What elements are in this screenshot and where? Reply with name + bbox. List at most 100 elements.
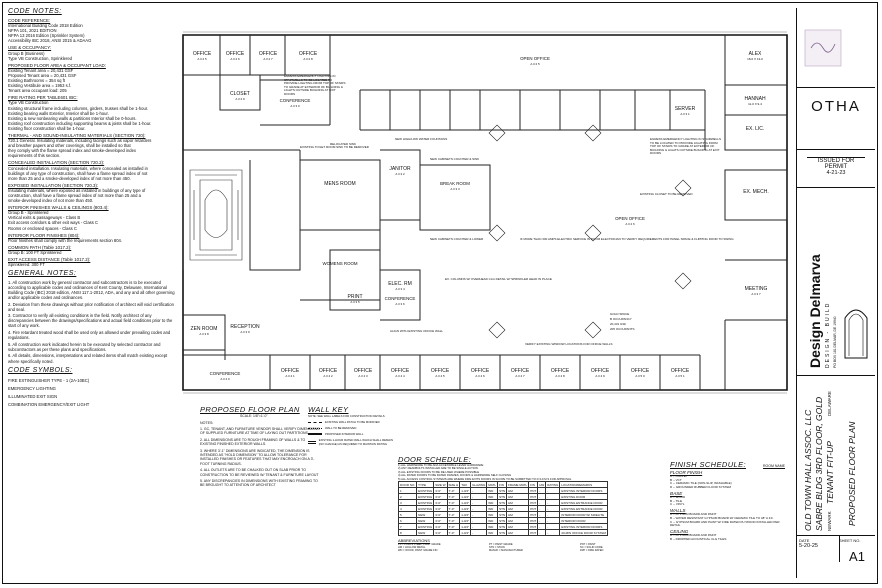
egress-note-left: EGRESS EMERGENCY LIGHTING IN STAIRWELLS … bbox=[284, 75, 345, 96]
room-name: BREAK ROOM bbox=[440, 181, 470, 186]
door-cell: 8 bbox=[397, 529, 418, 537]
room-number: A 3 2 6 bbox=[625, 222, 635, 226]
room-name: OPEN OFFICE bbox=[615, 216, 645, 221]
abbrev-title: ABBREVIATIONS bbox=[398, 538, 430, 544]
code-notes-title: CODE NOTES: bbox=[8, 8, 62, 15]
lower-schedules: PROPOSED FLOOR PLAN SCALE: 1/8"=1'-0" NO… bbox=[180, 400, 790, 578]
floor-plan: OFFICE A 3 2 5 OFFICE A 3 2 6 OFFICE A 3 2 7 O… bbox=[182, 31, 788, 394]
floor-plan-notes-heading: NOTES: bbox=[200, 421, 214, 425]
finish-heading: WALLS bbox=[670, 508, 686, 514]
room-name: OFFICE bbox=[631, 368, 650, 374]
note-lower-cabinets: NEW CABINETS COUNTER & LOWER bbox=[430, 237, 484, 241]
finish-item: A -- GYPSUM BOARD AND PAINT bbox=[670, 511, 717, 516]
abbreviation-item: PNT = PAINT bbox=[580, 543, 596, 547]
abbreviation-item: PT = PAINT GRADE bbox=[489, 543, 513, 547]
gold-space-line2: B OCCUPANCY bbox=[610, 317, 632, 321]
note-window: VERIFY EXISTING WINDOW LOCATIONS FOR OFF… bbox=[525, 342, 612, 346]
finish-schedule-title: FINISH SCHEDULE: bbox=[670, 460, 746, 469]
project-line2: SABRE BLDG 3RD FLOOR, GOLD bbox=[814, 396, 824, 531]
door-cell: 1-3/4" bbox=[459, 529, 472, 537]
sheet-no-box: SHEET NO. A1 bbox=[837, 536, 877, 580]
room-name: OFFICE bbox=[671, 368, 690, 374]
room-name: EX. LIC. bbox=[746, 126, 765, 132]
wall-key-swatch bbox=[308, 433, 322, 435]
general-note-item: 6. All details, dimensions, interpretati… bbox=[8, 353, 168, 364]
floor-plan-note-item: 1. GC, TENANT, AND FURNITURE VENDOR SHAL… bbox=[200, 427, 320, 436]
code-section-line: Type VB Construction bbox=[8, 100, 49, 106]
floor-plan-note-item: 2. ALL DIMENSIONS ARE TO ROUGH FRAMING O… bbox=[200, 437, 306, 447]
finish-heading: CEILING bbox=[670, 529, 689, 535]
wall-key-label: EXISTING 1-HOUR RATED WALL WHICH SHALL R… bbox=[318, 438, 393, 446]
room-name: SERVER bbox=[675, 106, 696, 112]
room-name: CONFERENCE bbox=[210, 371, 241, 376]
room-name: MEETING bbox=[745, 286, 768, 292]
code-section-line: NFPA 13 2016 Edition (Sprinkler System) bbox=[8, 33, 85, 39]
room-name: OFFICE bbox=[431, 368, 450, 374]
code-section-line: Existing Bathrooms = 354 sq ft bbox=[8, 78, 65, 84]
room-name: HANNAH bbox=[744, 96, 766, 102]
code-section-line: Existing roof construction including sup… bbox=[8, 120, 152, 126]
wall-key-list: EXISTING WALL PATCH TO BE MODIFIED WALL T… bbox=[308, 420, 398, 446]
code-section-line: Concealed installation. Insulating mater… bbox=[8, 165, 148, 171]
door-note: 3) ALL EXISTING DOORS TO BE RE-USED WHER… bbox=[398, 469, 480, 474]
project-line3: TENANT FIT-UP bbox=[825, 441, 835, 504]
room-number: 11-0 X 9-4 bbox=[748, 102, 762, 106]
room-number: A 3 3 2 bbox=[395, 172, 405, 176]
wall-key: WALL KEY NOTE: SEE WALL LABELS FOR CONST… bbox=[308, 405, 398, 446]
sheet-title: PROPOSED FLOOR PLAN bbox=[847, 421, 857, 526]
door-note: 5) ALL ACCESS CONTROL SYSTEMS ARE WHERE … bbox=[398, 476, 572, 481]
wall-key-subtitle: NOTE: SEE WALL LABELS FOR CONSTRUCTION D… bbox=[308, 414, 385, 418]
floor-plan-notes: PROPOSED FLOOR PLAN SCALE: 1/8"=1'-0" NO… bbox=[200, 405, 390, 488]
room-name: MENS ROOM bbox=[324, 181, 355, 187]
code-section-line: buildings of any type of construction, s… bbox=[8, 170, 148, 176]
code-section-line: Existing & new nonbearing walls & partit… bbox=[8, 115, 137, 121]
sheet-label: SHEET NO. bbox=[839, 538, 861, 543]
code-section-line: Group B - Sprinklered bbox=[8, 210, 49, 216]
general-note-item: 4. Fire retardant treated wood shall be … bbox=[8, 330, 171, 341]
floor-plan-scale: SCALE: 1/8"=1'-0" bbox=[240, 414, 268, 418]
code-section-line: 720.1 General. Insulating materials, inc… bbox=[8, 138, 152, 144]
room-number: A 3 3 8 bbox=[199, 332, 209, 336]
code-section-heading: USE & OCCUPANCY: bbox=[8, 45, 52, 51]
code-section-line: NFPA 101, 2021 EDITION bbox=[8, 28, 57, 34]
code-section-heading: FIRE RATING PER TABLE601 IBC: bbox=[8, 95, 78, 101]
dimension-lines bbox=[183, 31, 787, 394]
abbreviation-item: HM = HOLLOW METAL bbox=[398, 546, 426, 550]
exterior-walls bbox=[182, 34, 788, 391]
door-cell: - bbox=[537, 529, 547, 537]
code-section-heading: PROPOSED FLOOR AREA & OCCUPANT LOAD: bbox=[8, 62, 106, 68]
room-name: WOMENS ROOM bbox=[322, 261, 357, 266]
wall-key-label: WALL TO BE REMOVED bbox=[325, 426, 357, 430]
room-name: OFFICE bbox=[226, 51, 245, 57]
finish-item: D -- GROUNDED RUBBER FLOOR SYSTEM bbox=[670, 485, 732, 490]
room-number: A 3 5 0 bbox=[635, 374, 645, 378]
room-number: A 3 3 1 bbox=[680, 112, 690, 116]
abbreviation-item: SC = SOLID CORE bbox=[580, 546, 603, 550]
room-number: A 3 4 0 bbox=[220, 377, 230, 381]
general-notes-list: 1. All construction work by general cont… bbox=[8, 280, 176, 364]
issued-title: ISSUED FOR PERMIT bbox=[807, 157, 865, 170]
wall-key-label: EXISTING WALL PATCH TO BE MODIFIED bbox=[325, 420, 380, 424]
finish-item: A -- GYPSUM BOARD AND PAINT bbox=[670, 532, 717, 537]
stair bbox=[189, 169, 243, 261]
room-number: A 3 2 5 bbox=[530, 62, 540, 66]
note-relocated-sink: RELOCATED SINK bbox=[330, 142, 356, 146]
room-number: A 3 4 5 bbox=[435, 374, 445, 378]
code-section-heading: EXIT ACCESS DISTANCE (Table 1017.2): bbox=[8, 257, 91, 263]
note-electric: IF MORE THAN 300 AMPS ELECTRIC SERVICE I… bbox=[520, 237, 734, 241]
door-schedule: DOOR SCHEDULE: 1) ALL HARDWARE TO BE ADA… bbox=[397, 455, 668, 552]
sheet-info-cell: DATE 5-20-25 SHEET NO. A1 bbox=[797, 536, 875, 578]
column-markers bbox=[488, 124, 692, 339]
room-number: A 3 2 7 bbox=[263, 57, 273, 61]
code-section-line: construction, shall have a flame spread … bbox=[8, 193, 141, 198]
plan-annotations: GOLD SPACE B OCCUPANCY 20,431 GSF 205 OC… bbox=[300, 137, 734, 346]
code-section-heading: THERMAL - AND SOUND-INSULATING MATERIALS… bbox=[8, 132, 146, 138]
room-number: A 3 4 3 bbox=[358, 374, 368, 378]
room-number: A 3 4 6 bbox=[475, 374, 485, 378]
finish-item: B -- WATER RESISTANT GYPSUM BOARD W/ CER… bbox=[670, 515, 774, 520]
wall-key-row: EXISTING 1-HOUR RATED WALL WHICH SHALL R… bbox=[308, 438, 398, 446]
